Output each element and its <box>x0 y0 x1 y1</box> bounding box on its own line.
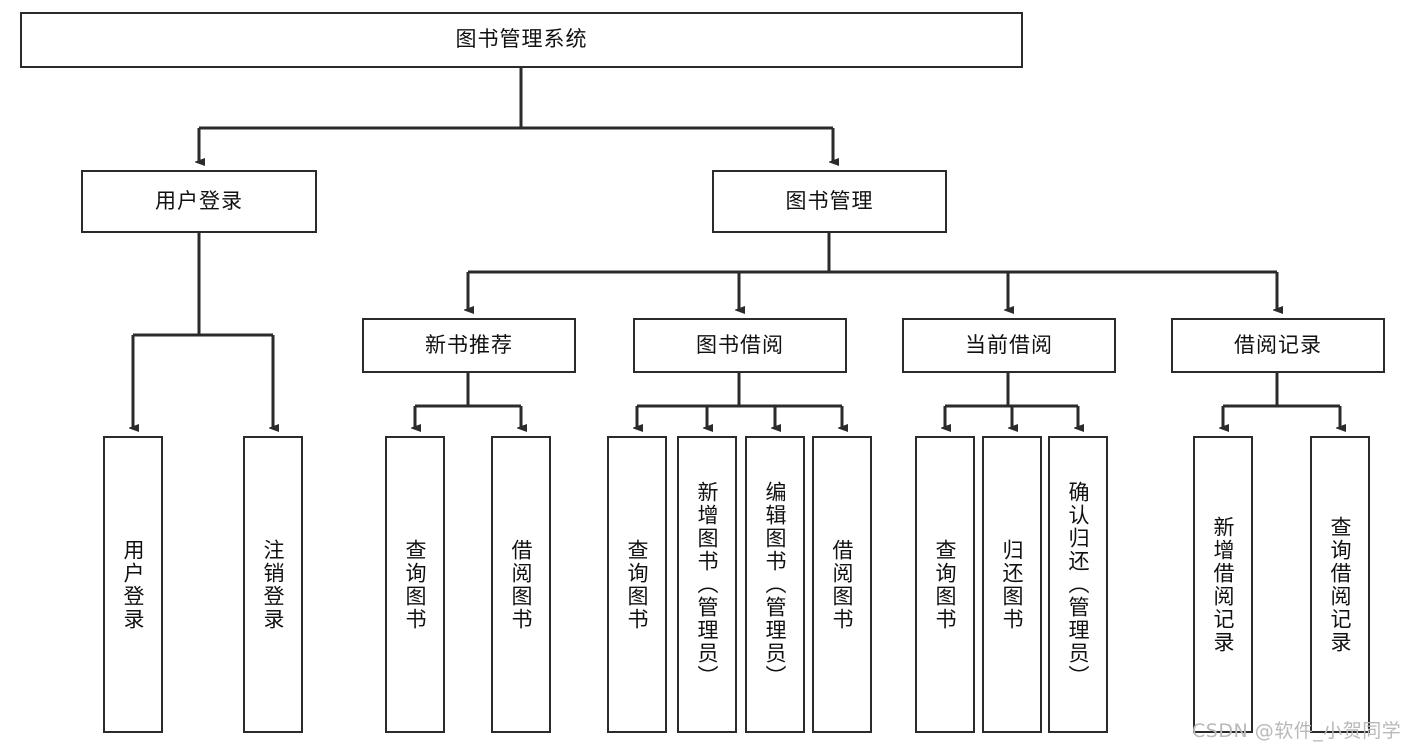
node-leaf-user-login-label: 用户登录 <box>121 538 146 631</box>
node-new-book-rec[interactable]: 新书推荐 <box>362 318 576 373</box>
node-current-borrow[interactable]: 当前借阅 <box>902 318 1116 373</box>
node-user-login[interactable]: 用户登录 <box>81 170 317 233</box>
node-leaf-query-book-3-label: 查询图书 <box>933 538 958 631</box>
node-leaf-confirm-return-label: 确认归还（管理员） <box>1066 481 1091 688</box>
node-leaf-return-book-label: 归还图书 <box>1000 538 1025 631</box>
node-leaf-edit-book-label: 编辑图书（管理员） <box>763 481 788 688</box>
node-root-label: 图书管理系统 <box>455 27 588 52</box>
node-leaf-borrow-book-2-label: 借阅图书 <box>830 538 855 631</box>
node-leaf-add-record[interactable]: 新增借阅记录 <box>1193 436 1253 733</box>
node-leaf-query-book-2-label: 查询图书 <box>625 538 650 631</box>
node-root[interactable]: 图书管理系统 <box>20 12 1023 68</box>
node-leaf-query-record[interactable]: 查询借阅记录 <box>1310 436 1370 733</box>
node-book-mgmt[interactable]: 图书管理 <box>712 170 947 233</box>
node-book-mgmt-label: 图书管理 <box>785 188 874 213</box>
node-leaf-borrow-book-1-label: 借阅图书 <box>509 538 534 631</box>
node-leaf-logout[interactable]: 注销登录 <box>243 436 303 733</box>
node-leaf-confirm-return[interactable]: 确认归还（管理员） <box>1048 436 1108 733</box>
node-new-book-rec-label: 新书推荐 <box>425 332 513 357</box>
node-current-borrow-label: 当前借阅 <box>965 332 1053 357</box>
node-leaf-return-book[interactable]: 归还图书 <box>982 436 1042 733</box>
node-leaf-add-book-label: 新增图书（管理员） <box>695 481 720 688</box>
csdn-watermark: CSDN @软件_小贺同学 <box>1192 720 1402 742</box>
node-leaf-add-book[interactable]: 新增图书（管理员） <box>677 436 737 733</box>
node-borrow-record-label: 借阅记录 <box>1234 332 1322 357</box>
node-leaf-borrow-book-2[interactable]: 借阅图书 <box>812 436 872 733</box>
node-leaf-add-record-label: 新增借阅记录 <box>1211 515 1236 654</box>
node-leaf-query-book-1[interactable]: 查询图书 <box>385 436 445 733</box>
node-book-borrow[interactable]: 图书借阅 <box>633 318 847 373</box>
node-book-borrow-label: 图书借阅 <box>696 332 784 357</box>
node-leaf-logout-label: 注销登录 <box>261 538 286 631</box>
node-leaf-query-book-1-label: 查询图书 <box>403 538 428 631</box>
node-borrow-record[interactable]: 借阅记录 <box>1171 318 1385 373</box>
node-leaf-edit-book[interactable]: 编辑图书（管理员） <box>745 436 805 733</box>
node-leaf-borrow-book-1[interactable]: 借阅图书 <box>491 436 551 733</box>
node-leaf-user-login[interactable]: 用户登录 <box>103 436 163 733</box>
node-leaf-query-record-label: 查询借阅记录 <box>1328 515 1353 654</box>
node-leaf-query-book-3[interactable]: 查询图书 <box>915 436 975 733</box>
node-leaf-query-book-2[interactable]: 查询图书 <box>607 436 667 733</box>
node-user-login-label: 用户登录 <box>155 188 243 213</box>
